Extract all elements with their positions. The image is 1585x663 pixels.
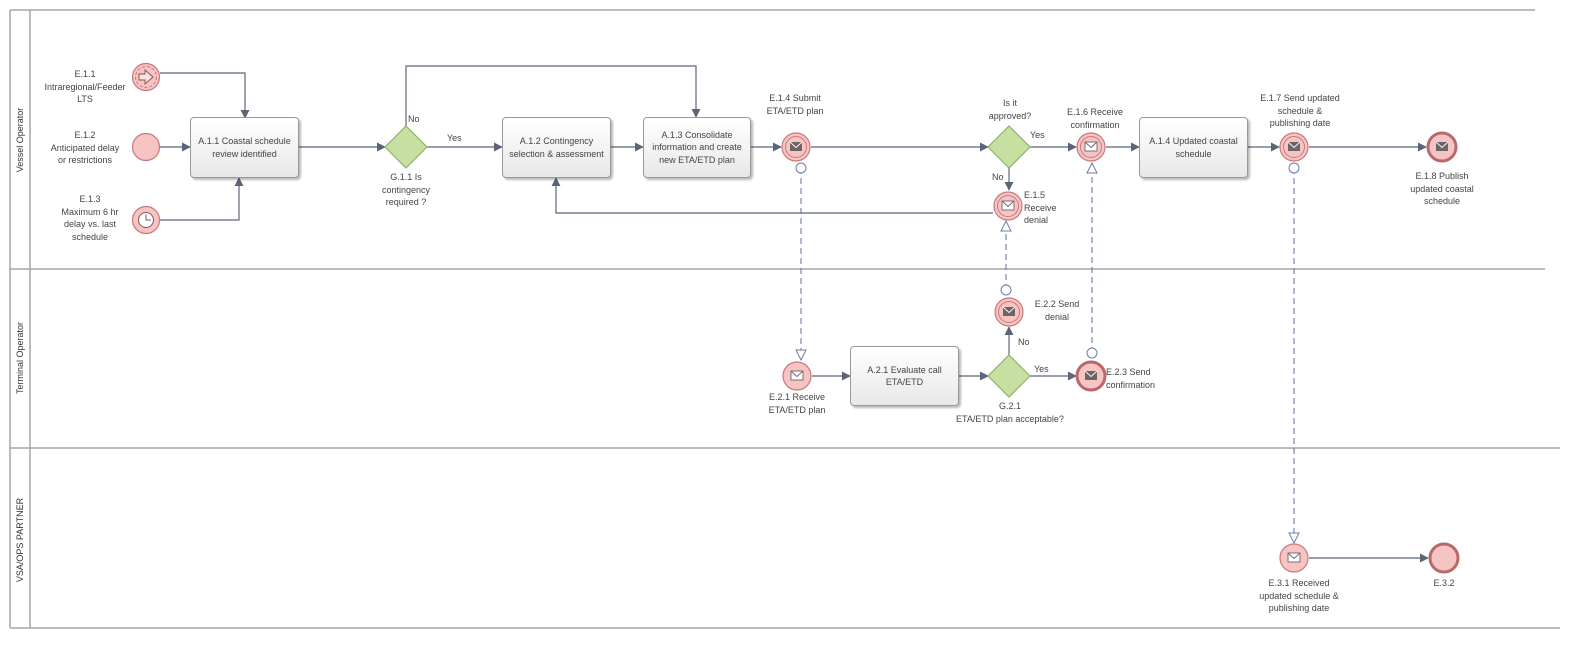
clock-icon <box>138 212 154 228</box>
event-e11-label: E.1.1 Intraregional/Feeder LTS <box>44 69 126 104</box>
gateway-g12[interactable] <box>987 125 1031 169</box>
event-e22-label: E.2.2 Send denial <box>1034 299 1080 322</box>
flow-e15-a12 <box>551 177 993 214</box>
event-e22[interactable] <box>994 297 1024 327</box>
event-e21[interactable] <box>782 361 812 391</box>
gateway-g12-label: Is it approved? <box>988 98 1032 121</box>
flow-label-g12-yes: Yes <box>1030 130 1045 140</box>
envelope-icon <box>1287 141 1301 151</box>
event-e16-label: E.1.6 Receive confirmation <box>1066 107 1124 130</box>
sequence-flows <box>160 65 1429 563</box>
event-e11[interactable] <box>131 62 161 92</box>
flow-label-g11-no: No <box>408 114 420 124</box>
gateway-g21-label: G.2.1 ETA/ETD plan acceptable? <box>956 401 1064 424</box>
lane-title-vessel: Vessel Operator <box>15 107 25 173</box>
event-e23[interactable] <box>1075 360 1107 392</box>
envelope-icon <box>1084 141 1098 152</box>
flow-label-g11-yes: Yes <box>447 133 462 143</box>
arrow-right-icon <box>138 69 154 85</box>
flow-g11-a13-no <box>405 65 701 126</box>
task-a12[interactable]: A.1.2 Contingency selection & assessment <box>502 117 611 178</box>
event-e17-label: E.1.7 Send updated schedule & publishing… <box>1260 93 1340 128</box>
flow-label-g21-yes: Yes <box>1034 364 1049 374</box>
event-e21-label: E.2.1 Receive ETA/ETD plan <box>768 392 826 415</box>
event-e32[interactable] <box>1428 542 1460 574</box>
event-e14-label: E.1.4 Submit ETA/ETD plan <box>766 93 824 116</box>
event-e12-label: E.1.2 Anticipated delay or restrictions <box>50 130 120 165</box>
envelope-icon <box>789 141 803 151</box>
event-e31[interactable] <box>1279 543 1309 573</box>
event-e16[interactable] <box>1076 132 1106 162</box>
envelope-icon <box>1002 306 1016 316</box>
envelope-icon <box>1001 200 1015 211</box>
envelope-icon <box>1435 141 1449 151</box>
flow-e11-a11 <box>160 72 250 119</box>
task-a11[interactable]: A.1.1 Coastal schedule review identified <box>190 117 299 178</box>
task-a13[interactable]: A.1.3 Consolidate information and create… <box>643 117 751 178</box>
event-e18-label: E.1.8 Publish updated coastal schedule <box>1410 171 1474 206</box>
gateway-g11[interactable] <box>384 125 428 169</box>
envelope-icon <box>790 370 804 381</box>
event-e14[interactable] <box>781 132 811 162</box>
event-e32-label: E.3.2 <box>1433 578 1455 588</box>
task-a14[interactable]: A.1.4 Updated coastal schedule <box>1139 117 1248 178</box>
gateway-g21[interactable] <box>987 354 1031 398</box>
flow-label-g12-no: No <box>992 172 1004 182</box>
task-a21[interactable]: A.2.1 Evaluate call ETA/ETD <box>850 346 959 406</box>
event-e17[interactable] <box>1279 132 1309 162</box>
event-e31-label: E.3.1 Received updated schedule & publis… <box>1259 578 1339 613</box>
lane-title-terminal: Terminal Operator <box>15 321 25 395</box>
flow-e13-a11 <box>160 177 244 221</box>
message-flows <box>801 163 1294 543</box>
event-e13[interactable] <box>131 205 161 235</box>
event-e23-label: E.2.3 Send confirmation <box>1106 367 1156 390</box>
lane-title-vsa: VSA/OPS PARTNER <box>15 497 25 583</box>
gateway-g11-label: G.1.1 Is contingency required ? <box>381 172 431 207</box>
envelope-icon <box>1084 370 1098 380</box>
event-e15[interactable] <box>993 191 1023 221</box>
envelope-icon <box>1287 552 1301 563</box>
event-e18[interactable] <box>1426 131 1458 163</box>
event-e12[interactable] <box>131 132 161 162</box>
event-e13-label: E.1.3 Maximum 6 hr delay vs. last schedu… <box>61 194 119 242</box>
flow-label-g21-no: No <box>1018 337 1030 347</box>
event-e15-label: E.1.5 Receive denial <box>1024 190 1057 225</box>
